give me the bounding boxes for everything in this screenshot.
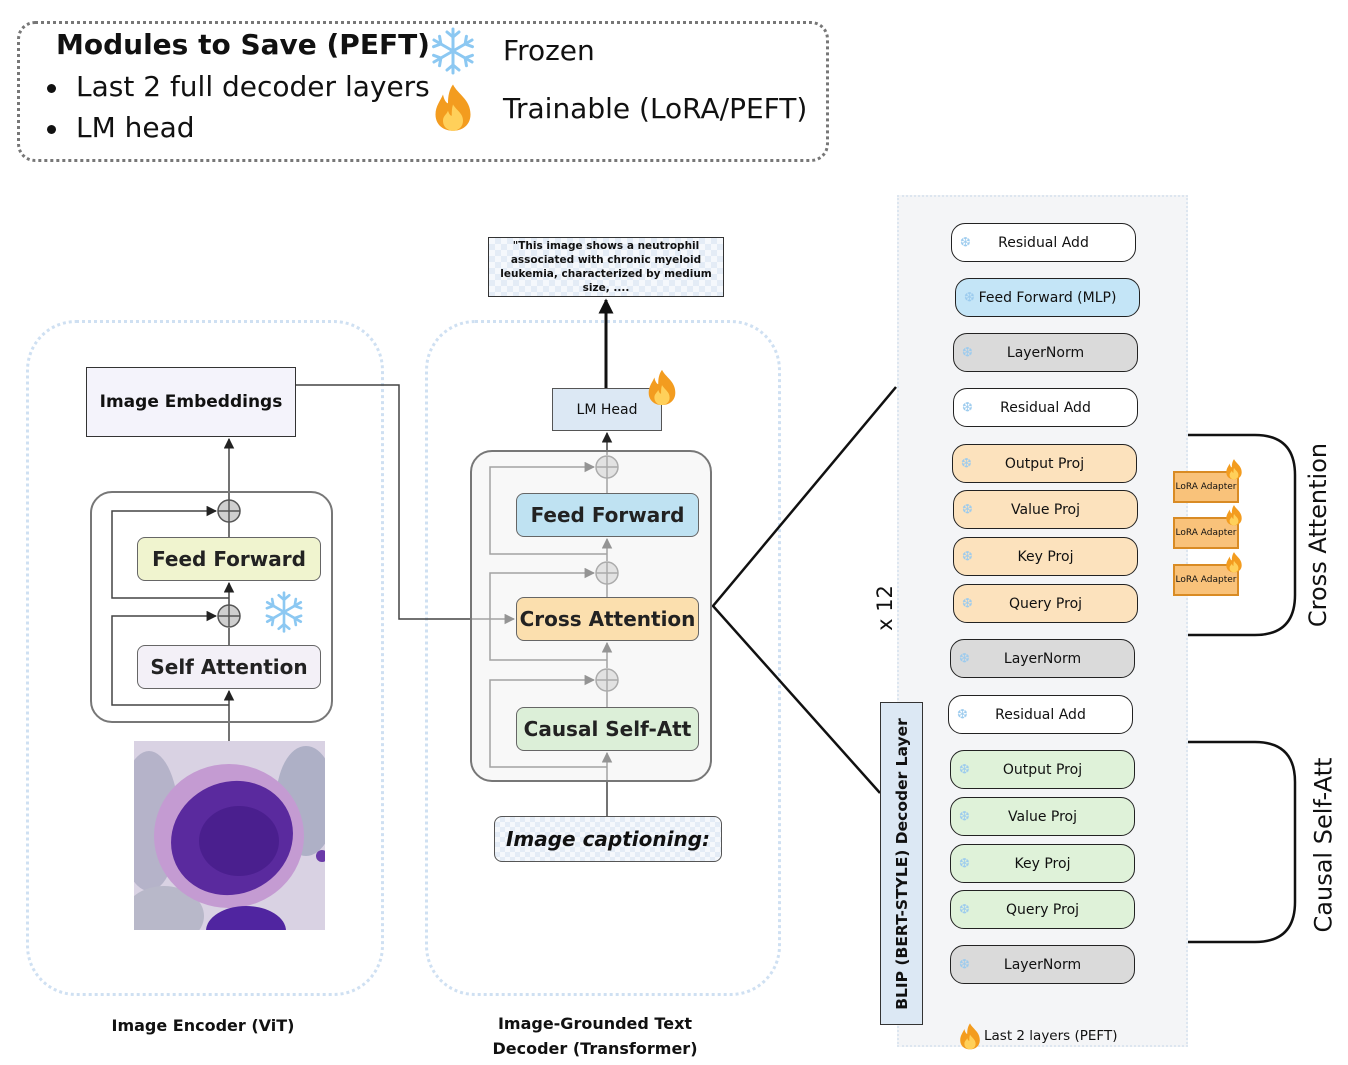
cross-attention-group-label: Cross Attention <box>1304 442 1332 628</box>
snowflake-icon: ❆ <box>957 707 968 722</box>
layer-module-label: Feed Forward (MLP) <box>978 289 1117 306</box>
flame-icon <box>643 368 681 406</box>
layer-module-label: Output Proj <box>1004 455 1085 472</box>
last-layers-footer: Last 2 layers (PEFT) <box>984 1028 1118 1044</box>
encoder-feed-forward: Feed Forward <box>137 537 321 581</box>
lm-head-box: LM Head <box>552 388 662 431</box>
layer-module-label: Query Proj <box>1005 901 1080 918</box>
decoder-caption: Image-Grounded Text Decoder (Transformer… <box>492 1014 698 1058</box>
layer-module-layernorm: ❆ LayerNorm <box>950 945 1135 984</box>
layer-module-residual-add: ❆ Residual Add <box>951 223 1136 262</box>
layer-module-label: Value Proj <box>1008 808 1077 825</box>
encoder-panel <box>26 320 384 996</box>
trainable-label: Trainable (LoRA/PEFT) <box>503 92 808 125</box>
snowflake-icon: ❆ <box>959 856 970 871</box>
snowflake-icon: ❆ <box>959 809 970 824</box>
layer-module-output-proj: ❆ Output Proj <box>950 750 1135 789</box>
causal-self-att-group-label: Causal Self-Att <box>1309 757 1337 933</box>
layer-module-label: Value Proj <box>1011 501 1080 518</box>
decoder-causal-self-att: Causal Self-Att <box>516 707 699 751</box>
layer-module-query-proj: ❆ Query Proj <box>953 584 1138 623</box>
flame-icon <box>1223 551 1245 573</box>
expand-lines <box>711 386 897 794</box>
layer-module-label: Key Proj <box>1014 855 1071 872</box>
generated-caption-box: "This image shows a neutrophil associate… <box>488 237 724 297</box>
blood-cell-image <box>134 741 325 930</box>
layer-module-value-proj: ❆ Value Proj <box>950 797 1135 836</box>
cross-attention-bracket <box>1135 433 1297 637</box>
snowflake-icon: ❆ <box>959 902 970 917</box>
legend-title: Modules to Save (PEFT) <box>56 28 430 61</box>
arrow-embeddings-to-cross-attention <box>296 384 516 625</box>
decoder-feed-forward: Feed Forward <box>516 493 699 537</box>
layer-module-layernorm: ❆ LayerNorm <box>953 333 1138 372</box>
snowflake-icon: ❆ <box>962 345 973 360</box>
layer-module-label: LayerNorm <box>1003 956 1082 973</box>
snowflake-icon <box>428 26 478 76</box>
layer-module-residual-add: ❆ Residual Add <box>948 695 1133 734</box>
snowflake-icon: ❆ <box>962 502 973 517</box>
layer-module-label: Output Proj <box>1002 761 1083 778</box>
layer-module-key-proj: ❆ Key Proj <box>950 844 1135 883</box>
sum-node-icon <box>217 604 241 628</box>
decoder-cross-attention: Cross Attention <box>516 597 699 641</box>
frozen-label: Frozen <box>503 34 595 67</box>
layer-module-feed-forward-mlp: ❆Feed Forward (MLP) <box>955 278 1140 317</box>
encoder-self-attention: Self Attention <box>137 645 321 689</box>
layer-module-value-proj: ❆ Value Proj <box>953 490 1138 529</box>
layer-module-label: Residual Add <box>1000 399 1091 416</box>
legend-bullet: Last 2 full decoder layers <box>47 70 430 103</box>
sum-node-icon <box>217 499 241 523</box>
encoder-block <box>90 491 333 723</box>
causal-self-att-bracket <box>1140 740 1297 944</box>
snowflake-icon <box>262 590 306 634</box>
input-prompt-box: Image captioning: <box>494 816 722 862</box>
layer-module-output-proj: ❆ Output Proj <box>952 444 1137 483</box>
layer-module-layernorm: ❆ LayerNorm <box>950 639 1135 678</box>
snowflake-icon: ❆ <box>962 400 973 415</box>
causal-self-att-group-wrap: Causal Self-Att <box>1238 758 1348 933</box>
encoder-caption: Image Encoder (ViT) <box>111 1016 295 1035</box>
snowflake-icon: ❆ <box>960 235 971 250</box>
layer-module-key-proj: ❆ Key Proj <box>953 537 1138 576</box>
snowflake-icon: ❆ <box>964 290 975 305</box>
cross-attention-group-wrap: Cross Attention <box>1238 443 1348 627</box>
flame-icon <box>1223 458 1245 480</box>
snowflake-icon: ❆ <box>959 957 970 972</box>
snowflake-icon: ❆ <box>959 651 970 666</box>
flame-icon <box>1223 504 1245 526</box>
legend-box <box>17 21 829 162</box>
legend-bullet: LM head <box>47 111 195 144</box>
snowflake-icon: ❆ <box>961 456 972 471</box>
flame-icon <box>956 1022 984 1050</box>
layer-module-query-proj: ❆ Query Proj <box>950 890 1135 929</box>
layer-module-residual-add: ❆ Residual Add <box>953 388 1138 427</box>
layer-module-label: Query Proj <box>1008 595 1083 612</box>
image-embeddings-box: Image Embeddings <box>86 367 296 437</box>
layer-module-label: LayerNorm <box>1003 650 1082 667</box>
snowflake-icon: ❆ <box>962 596 973 611</box>
blip-decoder-layer-label: BLIP (BERT-STYLE) Decoder Layer <box>880 702 923 1025</box>
decoder-panel <box>425 320 781 996</box>
repeat-label-wrap: x 12 <box>860 578 910 638</box>
layer-module-label: LayerNorm <box>1006 344 1085 361</box>
snowflake-icon: ❆ <box>959 762 970 777</box>
flame-icon <box>428 82 478 132</box>
layer-module-label: Residual Add <box>995 706 1086 723</box>
layer-module-label: Residual Add <box>998 234 1089 251</box>
snowflake-icon: ❆ <box>962 549 973 564</box>
layer-module-label: Key Proj <box>1017 548 1074 565</box>
repeat-label: x 12 <box>872 585 897 631</box>
